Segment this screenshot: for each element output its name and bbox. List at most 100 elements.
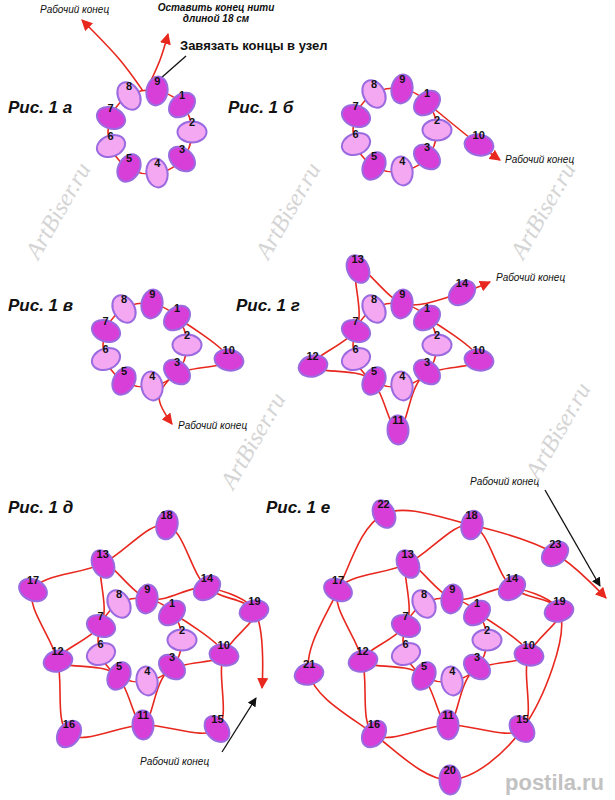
note: Рабочий конец	[470, 476, 539, 487]
bead-number: 16	[358, 718, 390, 730]
bead: 20	[434, 764, 466, 796]
figure-title: Рис. 1 г	[236, 296, 300, 316]
bead-number: 14	[191, 572, 223, 584]
bead-outline	[408, 588, 440, 620]
bead-outline	[358, 78, 390, 110]
bead-number: 8	[103, 588, 135, 600]
thread	[312, 268, 490, 430]
bead-number: 4	[386, 370, 418, 382]
bead-outline	[411, 356, 443, 388]
bead-number: 10	[213, 344, 245, 356]
bead-number: 23	[539, 538, 571, 550]
bead-number: 13	[392, 548, 424, 560]
bead-outline	[161, 356, 193, 388]
bead-number: 10	[208, 639, 240, 651]
bead-number: 8	[113, 80, 145, 92]
bead-number: 3	[411, 356, 443, 368]
bead: 5	[358, 150, 390, 182]
bead: 3	[411, 356, 443, 388]
bead: 7	[340, 100, 372, 132]
bead-number: 10	[463, 129, 495, 141]
bead-number: 2	[171, 329, 203, 341]
bead-number: 6	[340, 343, 372, 355]
bead-number: 6	[90, 343, 122, 355]
bead: 10	[213, 344, 245, 376]
figure-title: Рис. 1 в	[8, 296, 73, 316]
bead: 13	[392, 548, 424, 580]
note: Оставить конец нити длиной 18 см	[156, 2, 276, 24]
bead-outline	[103, 588, 135, 620]
bead: 9	[131, 583, 163, 615]
bead-outline	[446, 277, 478, 309]
bead: 6	[390, 638, 422, 670]
bead: 13	[87, 548, 119, 580]
bead: 8	[113, 80, 145, 112]
note: Завязать концы в узел	[180, 38, 328, 53]
bead-outline	[322, 574, 354, 605]
bead-number: 18	[151, 509, 183, 521]
bead: 6	[340, 343, 372, 375]
bead: 12	[297, 350, 329, 382]
thread	[32, 525, 263, 738]
bead: 9	[141, 75, 173, 107]
bead: 11	[127, 709, 159, 741]
bead-number: 8	[358, 78, 390, 90]
bead: 21	[293, 658, 325, 690]
bead: 6	[85, 638, 117, 670]
bead: 8	[358, 293, 390, 325]
watermark: ArtBiser.ru	[215, 388, 291, 493]
bead-number: 4	[386, 155, 418, 167]
bead: 18	[151, 509, 183, 541]
note: Рабочий конец	[496, 272, 565, 283]
bead: 6	[95, 130, 127, 162]
bead-outline	[113, 152, 145, 184]
bead-number: 2	[421, 329, 453, 341]
bead-number: 14	[496, 572, 528, 584]
watermark: postila.ru	[505, 770, 604, 796]
bead-number: 3	[411, 141, 443, 153]
bead-outline	[103, 660, 135, 692]
bead-outline	[539, 538, 571, 570]
bead-outline	[506, 713, 538, 745]
bead-number: 9	[436, 583, 468, 595]
bead-number: 3	[461, 651, 493, 663]
bead-number: 1	[166, 89, 198, 101]
bead: 3	[166, 143, 198, 175]
bead-outline	[411, 141, 443, 173]
bead-number: 4	[136, 370, 168, 382]
bead: 8	[108, 293, 140, 325]
bead: 11	[432, 709, 464, 741]
bead: 7	[390, 610, 422, 642]
bead: 4	[141, 157, 173, 189]
bead: 7	[85, 610, 117, 642]
watermark: ArtBiser.ru	[505, 158, 581, 263]
bead-outline	[358, 365, 390, 397]
bead-number: 13	[87, 548, 119, 560]
bead-outline	[342, 253, 374, 285]
bead: 5	[113, 152, 145, 184]
bead-number: 6	[95, 130, 127, 142]
bead-number: 3	[161, 356, 193, 368]
bead: 5	[103, 660, 135, 692]
bead: 11	[382, 414, 414, 446]
bead: 19	[543, 595, 575, 627]
bead-number: 6	[390, 638, 422, 650]
bead-number: 6	[85, 638, 117, 650]
bead-number: 9	[141, 75, 173, 87]
figure-title: Рис. 1 б	[228, 98, 293, 118]
bead-outline	[87, 548, 119, 580]
bead: 9	[436, 583, 468, 615]
bead-number: 15	[201, 713, 233, 725]
thread	[82, 20, 143, 91]
bead: 3	[156, 651, 188, 683]
bead-number: 14	[446, 277, 478, 289]
bead-outline	[358, 718, 390, 750]
bead-number: 2	[471, 624, 503, 636]
bead-number: 17	[17, 574, 49, 586]
bead: 17	[322, 574, 354, 606]
bead-number: 1	[411, 302, 443, 314]
bead-outline	[201, 713, 233, 745]
bead: 13	[342, 253, 374, 285]
bead: 7	[90, 315, 122, 347]
bead-outline	[191, 572, 223, 604]
